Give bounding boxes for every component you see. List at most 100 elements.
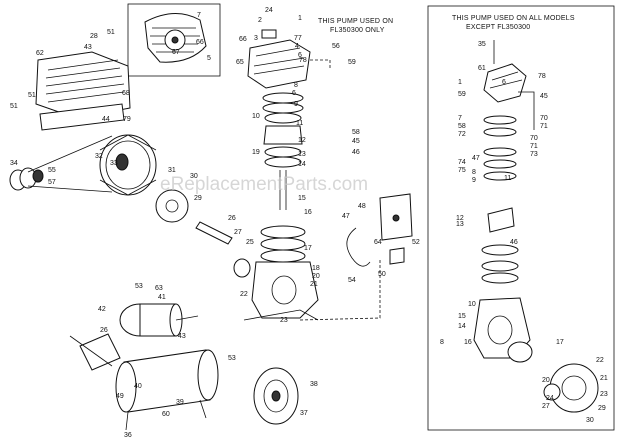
part-number-label: 6 xyxy=(502,79,506,86)
part-number-label: 11 xyxy=(504,175,511,182)
pressure-switch-illustration xyxy=(346,193,413,267)
part-number-label: 71 xyxy=(540,123,548,130)
belt-guard-illustration xyxy=(35,51,131,131)
part-number-label: 62 xyxy=(36,50,44,57)
part-number-label: 59 xyxy=(348,59,356,66)
part-number-label: 23 xyxy=(600,391,608,398)
part-number-label: 58 xyxy=(458,123,466,130)
part-number-label: 9 xyxy=(472,177,476,184)
header-right-pump-model: EXCEPT FL350300 xyxy=(466,24,530,31)
part-number-label: 63 xyxy=(155,285,163,292)
part-number-label: 40 xyxy=(134,383,142,390)
part-number-label: 22 xyxy=(596,357,604,364)
header-center-pump: THIS PUMP USED ON xyxy=(318,18,393,25)
part-number-label: 44 xyxy=(102,116,110,123)
part-number-label: 20 xyxy=(542,377,550,384)
part-number-label: 13 xyxy=(298,151,306,158)
part-number-label: 1 xyxy=(298,15,302,22)
part-number-label: 53 xyxy=(228,355,236,362)
part-number-label: 7 xyxy=(458,115,462,122)
motor-pulley-illustration xyxy=(9,167,44,191)
part-number-label: 32 xyxy=(0,0,8,2)
header-center-pump-model: FL350300 ONLY xyxy=(330,27,385,34)
air-tank-illustration xyxy=(69,333,219,431)
part-number-label: 26 xyxy=(100,327,108,334)
part-number-label: 6 xyxy=(298,52,302,59)
part-number-label: 10 xyxy=(468,301,476,308)
part-number-label: 22 xyxy=(240,291,248,298)
part-number-label: 15 xyxy=(458,313,466,320)
part-number-label: 23 xyxy=(280,317,288,324)
part-number-label: 43 xyxy=(178,333,186,340)
part-number-label: 74 xyxy=(458,159,466,166)
part-number-label: 1 xyxy=(458,79,462,86)
part-number-label: 9 xyxy=(294,101,298,108)
part-number-label: 39 xyxy=(176,399,184,406)
part-number-label: 68 xyxy=(122,90,130,97)
part-number-label: 53 xyxy=(135,283,143,290)
part-number-label: 42 xyxy=(98,306,106,313)
wheel-illustration xyxy=(253,367,299,425)
part-number-label: 51 xyxy=(28,92,36,99)
part-number-label: 72 xyxy=(458,131,466,138)
part-number-label: 61 xyxy=(478,65,486,72)
part-number-label: 47 xyxy=(472,155,480,162)
part-number-label: 34 xyxy=(10,160,18,167)
watermark-text: eReplacementParts.com xyxy=(160,174,368,195)
part-number-label: 46 xyxy=(510,239,518,246)
outlet-tube-dashed xyxy=(310,59,331,70)
tube-dashed xyxy=(299,260,381,321)
part-number-label: 24 xyxy=(265,7,273,14)
part-number-label: 33 xyxy=(110,160,118,167)
right-pump-illustration xyxy=(473,40,599,413)
part-number-label: 25 xyxy=(246,239,254,246)
part-number-label: 48 xyxy=(358,203,366,210)
part-number-label: 45 xyxy=(540,93,548,100)
part-number-label: 12 xyxy=(456,215,464,222)
center-pump-illustration xyxy=(243,29,319,321)
part-number-label: 2 xyxy=(258,17,262,24)
part-number-label: 14 xyxy=(458,323,466,330)
part-number-label: 49 xyxy=(116,393,124,400)
part-number-label: 12 xyxy=(298,137,306,144)
part-number-label: 8 xyxy=(472,169,476,176)
part-number-label: 36 xyxy=(124,432,132,439)
part-number-label: 27 xyxy=(234,229,242,236)
part-number-label: 71 xyxy=(530,143,538,150)
part-number-label: 24 xyxy=(546,395,554,402)
part-number-label: 29 xyxy=(194,195,202,202)
part-number-label: 21 xyxy=(310,281,318,288)
inset-frame-alt-pump xyxy=(427,5,615,431)
part-number-label: 66 xyxy=(196,39,204,46)
part-number-label: 29 xyxy=(598,405,606,412)
part-number-label: 32 xyxy=(95,153,103,160)
crankshaft-parts-illustration xyxy=(155,189,251,278)
part-number-label: 20 xyxy=(312,273,320,280)
part-number-label: 30 xyxy=(586,417,594,424)
part-number-label: 17 xyxy=(556,339,564,346)
part-number-label: 58 xyxy=(352,129,360,136)
part-number-label: 8 xyxy=(294,82,298,89)
part-number-label: 37 xyxy=(300,410,308,417)
part-number-label: 28 xyxy=(90,33,98,40)
part-number-label: 18 xyxy=(312,265,320,272)
part-number-label: 47 xyxy=(342,213,350,220)
part-number-label: 70 xyxy=(530,135,538,142)
part-number-label: 16 xyxy=(304,209,312,216)
part-number-label: 79 xyxy=(123,116,131,123)
part-number-label: 70 xyxy=(540,115,548,122)
part-number-label: 13 xyxy=(456,221,464,228)
part-number-label: 15 xyxy=(298,195,306,202)
part-number-label: 38 xyxy=(310,381,318,388)
part-number-label: 10 xyxy=(252,113,260,120)
part-number-label: 41 xyxy=(158,294,166,301)
part-number-label: 64 xyxy=(374,239,382,246)
part-number-label: 66 xyxy=(239,36,247,43)
part-number-label: 56 xyxy=(332,43,340,50)
part-number-label: 27 xyxy=(542,403,550,410)
part-number-label: 21 xyxy=(600,375,608,382)
part-number-label: 46 xyxy=(352,149,360,156)
part-number-label: 50 xyxy=(378,271,386,278)
